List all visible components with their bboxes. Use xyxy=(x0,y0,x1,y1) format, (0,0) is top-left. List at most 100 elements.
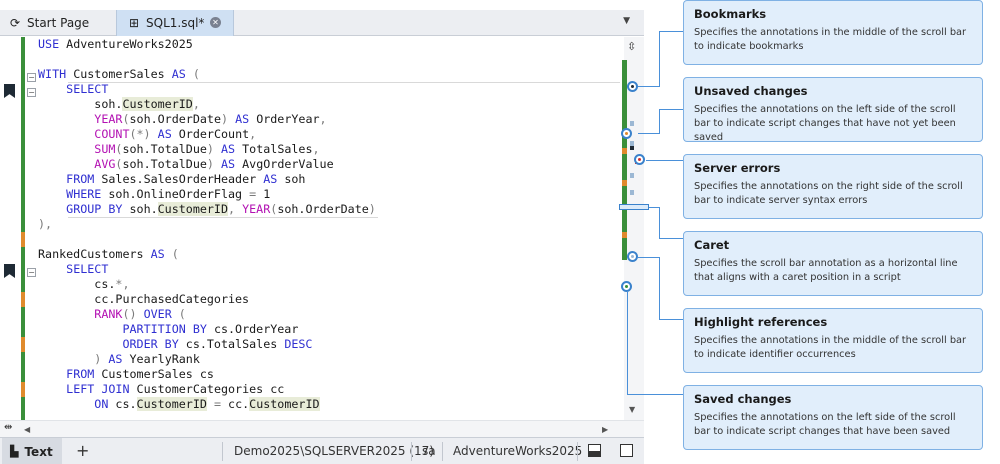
unsaved-change-bar xyxy=(21,232,25,247)
connector-line xyxy=(646,160,683,161)
highlight-reference-annotation xyxy=(630,190,634,195)
bookmark-annotation xyxy=(630,146,634,150)
connector-line xyxy=(638,109,659,134)
connector-line xyxy=(659,257,683,320)
callout-title: Saved changes xyxy=(694,392,792,406)
callout-title: Server errors xyxy=(694,161,781,175)
status-bar: ▙ Text + Demo2025\SQLSERVER2025 (17) sa … xyxy=(0,437,644,464)
block-separator xyxy=(68,82,620,83)
code-line: PARTITION BY cs.OrderYear xyxy=(122,322,299,336)
connector-line xyxy=(638,31,659,87)
callout-bookmarks: Bookmarks Specifies the annotations in t… xyxy=(683,0,983,65)
code-line: SELECT xyxy=(66,262,109,276)
code-line: AVG(soh.TotalDue) AS AvgOrderValue xyxy=(94,157,334,171)
editor-gutter: − − − xyxy=(0,37,36,420)
add-icon[interactable]: + xyxy=(76,441,90,460)
tab-label: Start Page xyxy=(27,16,90,30)
callout-title: Highlight references xyxy=(694,315,828,329)
code-line: GROUP BY soh.CustomerID, YEAR(soh.OrderD… xyxy=(66,202,376,216)
unsaved-changes-marker xyxy=(621,128,632,139)
callout-description: Specifies the annotations in the middle … xyxy=(694,27,967,52)
status-separator xyxy=(577,442,578,461)
bookmark-icon[interactable] xyxy=(4,84,15,98)
code-line: WITH CustomerSales AS ( xyxy=(38,67,200,81)
highlight-reference-annotation xyxy=(630,121,634,126)
unsaved-change-bar xyxy=(21,382,25,397)
code-line: soh.CustomerID, xyxy=(38,97,200,111)
chevron-down-icon[interactable]: ▼ xyxy=(623,16,630,26)
saved-changes-marker xyxy=(621,281,632,292)
code-line: ORDER BY cs.TotalSales DESC xyxy=(122,337,313,351)
callout-description: Specifies the scroll bar annotation as a… xyxy=(694,258,958,283)
block-separator xyxy=(68,217,378,218)
code-line: YEAR(soh.OrderDate) AS OrderYear, xyxy=(94,112,327,126)
split-view-icon[interactable]: ⇳ xyxy=(627,40,637,53)
text-mode-icon: ▙ xyxy=(10,445,19,458)
scroll-left-icon[interactable]: ◀ xyxy=(24,425,31,434)
split-layout-icon[interactable] xyxy=(588,444,601,457)
code-line: ON cs.CustomerID = cc.CustomerID xyxy=(94,397,320,411)
saved-change-bar xyxy=(21,247,25,292)
bookmark-icon[interactable] xyxy=(4,264,15,278)
code-line: FROM Sales.SalesOrderHeader AS soh xyxy=(66,172,306,186)
status-separator xyxy=(411,442,412,461)
code-area[interactable]: USE AdventureWorks2025 WITH CustomerSale… xyxy=(38,37,620,420)
code-line: cc.PurchasedCategories xyxy=(38,292,250,306)
tab-label: SQL1.sql* xyxy=(146,16,205,30)
code-line: WHERE soh.OnlineOrderFlag = 1 xyxy=(66,187,271,201)
callout-description: Specifies the annotations in the middle … xyxy=(694,335,967,360)
code-line: SUM(soh.TotalDue) AS TotalSales, xyxy=(94,142,320,156)
database-label[interactable]: AdventureWorks2025 xyxy=(453,444,583,458)
saved-changes-annotation xyxy=(622,60,627,66)
status-separator xyxy=(222,442,223,461)
split-horizontal-icon[interactable]: ⇹ xyxy=(4,422,13,433)
caret-annotation xyxy=(619,204,649,210)
scroll-right-icon[interactable]: ▶ xyxy=(602,425,609,434)
code-line: ) AS YearlyRank xyxy=(94,352,200,366)
code-line: ), xyxy=(38,217,53,231)
sql-file-icon: ⊞ xyxy=(128,16,140,30)
callout-highlight-references: Highlight references Specifies the annot… xyxy=(683,308,983,373)
tab-sql-file[interactable]: ⊞ SQL1.sql* ✕ xyxy=(116,10,234,36)
callout-caret: Caret Specifies the scroll bar annotatio… xyxy=(683,231,983,296)
status-separator xyxy=(442,442,443,461)
fold-toggle-icon[interactable]: − xyxy=(27,73,36,82)
start-page-icon: ⟳ xyxy=(9,16,21,30)
scroll-down-icon[interactable]: ▼ xyxy=(629,405,636,414)
user-label[interactable]: sa xyxy=(422,444,436,458)
callout-saved-changes: Saved changes Specifies the annotations … xyxy=(683,385,983,450)
close-icon[interactable]: ✕ xyxy=(210,17,221,28)
code-line: FROM CustomerSales cs xyxy=(66,367,214,381)
unsaved-changes-annotation xyxy=(622,180,627,186)
saved-change-bar xyxy=(21,352,25,382)
connector-line xyxy=(627,292,683,395)
unsaved-change-bar xyxy=(21,337,25,352)
unsaved-changes-annotation xyxy=(622,232,627,238)
text-mode-button[interactable]: ▙ Text xyxy=(2,438,62,464)
tab-start-page[interactable]: ⟳ Start Page xyxy=(0,10,116,36)
text-mode-label: Text xyxy=(24,444,53,459)
callout-title: Bookmarks xyxy=(694,7,767,21)
connector-line xyxy=(659,31,683,87)
highlight-references-marker xyxy=(627,251,638,262)
highlight-reference-annotation xyxy=(630,173,634,178)
server-errors-marker xyxy=(634,154,645,165)
sql-editor-window: ⟳ Start Page ⊞ SQL1.sql* ✕ ▼ − − − USE A… xyxy=(0,10,644,464)
connector-line xyxy=(659,109,683,134)
saved-change-bar xyxy=(21,37,25,232)
fold-toggle-icon[interactable]: − xyxy=(27,88,36,97)
full-layout-icon[interactable] xyxy=(620,444,633,457)
code-line: RankedCustomers AS ( xyxy=(38,247,179,261)
code-line: RANK() OVER ( xyxy=(94,307,186,321)
saved-change-bar xyxy=(21,307,25,337)
unsaved-changes-annotation xyxy=(622,148,627,154)
saved-changes-annotation xyxy=(622,60,627,260)
unsaved-change-bar xyxy=(21,292,25,307)
horizontal-scrollbar[interactable]: ⇹ ◀ ▶ xyxy=(0,420,644,437)
callout-title: Caret xyxy=(694,238,730,252)
connection-label[interactable]: Demo2025\SQLSERVER2025 (17) xyxy=(234,444,434,458)
code-line: cs.*, xyxy=(38,277,130,291)
bookmarks-marker xyxy=(627,81,638,92)
connector-line xyxy=(659,207,683,239)
fold-toggle-icon[interactable]: − xyxy=(27,268,36,277)
